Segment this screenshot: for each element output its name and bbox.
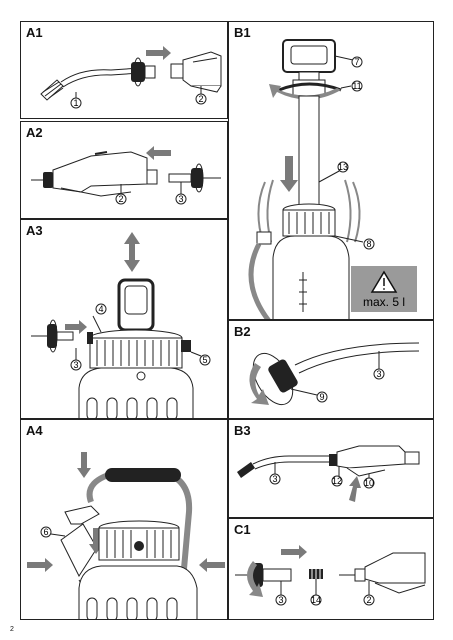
panel-title: A3 [26, 223, 43, 238]
insert-down-arrow [280, 156, 298, 192]
panel-a1: A1 1 2 [20, 21, 228, 119]
insert-arrow [65, 320, 87, 334]
panel-b3: B3 3 12 10 [228, 419, 434, 518]
panel-a3: A3 [20, 219, 228, 419]
down-arrow-left [77, 452, 91, 478]
callout-9: 9 [319, 392, 324, 402]
trigger-lever [346, 467, 386, 477]
rotation-arrow [247, 561, 263, 597]
push-arrow [281, 545, 307, 559]
panel-title: A1 [26, 25, 43, 40]
illustration-b3: 3 12 10 [237, 445, 420, 502]
panel-title: B3 [234, 423, 251, 438]
illustration-b1: 7 11 13 8 [248, 39, 417, 319]
callout-3: 3 [178, 194, 183, 204]
max-volume-label: max. 5 l [363, 295, 405, 309]
callout-10: 10 [364, 478, 374, 488]
callout-14: 14 [311, 595, 321, 605]
callout-7: 7 [354, 57, 359, 67]
filter-insert [309, 569, 323, 579]
pump-handle [117, 278, 155, 332]
panel-title: C1 [234, 522, 251, 537]
right-arrow [199, 558, 225, 572]
spray-nozzle [40, 69, 112, 101]
pump-handle [282, 39, 336, 83]
illustration-a1: 1 2 [40, 46, 222, 109]
up-down-arrow [124, 232, 140, 272]
panel-title: B2 [234, 324, 251, 339]
rotation-arrow [249, 363, 269, 405]
page-number: 2 [10, 626, 14, 633]
panel-a2: A2 2 3 [20, 121, 228, 219]
illustration-c1: 3 14 2 [235, 545, 426, 606]
pull-arrow [146, 146, 171, 160]
panel-a4: A4 6 [20, 419, 228, 620]
callout-12: 12 [332, 476, 342, 486]
callout-1: 1 [73, 98, 78, 108]
panel-title: A4 [26, 423, 43, 438]
illustration-b2: 3 9 [249, 342, 420, 406]
illustration-a4: 6 [27, 452, 225, 619]
strap-pad [105, 468, 181, 482]
hose-connector [168, 163, 221, 193]
callout-5: 5 [202, 355, 207, 365]
callout-3: 3 [272, 474, 277, 484]
panel-c1: C1 3 14 2 [228, 518, 434, 620]
illustration-a2: 2 3 [31, 146, 221, 205]
callout-4: 4 [98, 304, 103, 314]
callout-2: 2 [366, 595, 371, 605]
callout-2: 2 [198, 94, 203, 104]
callout-11: 11 [352, 81, 361, 91]
callout-3: 3 [376, 369, 381, 379]
union-nut [131, 57, 156, 87]
panel-title: B1 [234, 25, 251, 40]
illustration-a3: 4 3 5 [31, 232, 211, 418]
panel-b2: B2 3 9 [228, 320, 434, 419]
callout-6: 6 [43, 527, 48, 537]
left-arrow [27, 558, 53, 572]
shut-off-valve [170, 51, 222, 93]
callout-13: 13 [338, 162, 348, 172]
callout-3: 3 [73, 360, 78, 370]
callout-8: 8 [366, 239, 371, 249]
warning-sign: max. 5 l [351, 266, 417, 312]
callout-2: 2 [118, 194, 123, 204]
press-up-arrow [349, 476, 361, 502]
panel-b1: B1 7 11 13 [228, 21, 434, 320]
rotation-arrow [269, 84, 341, 100]
panel-title: A2 [26, 125, 43, 140]
push-arrow [146, 46, 171, 60]
callout-3: 3 [278, 595, 283, 605]
